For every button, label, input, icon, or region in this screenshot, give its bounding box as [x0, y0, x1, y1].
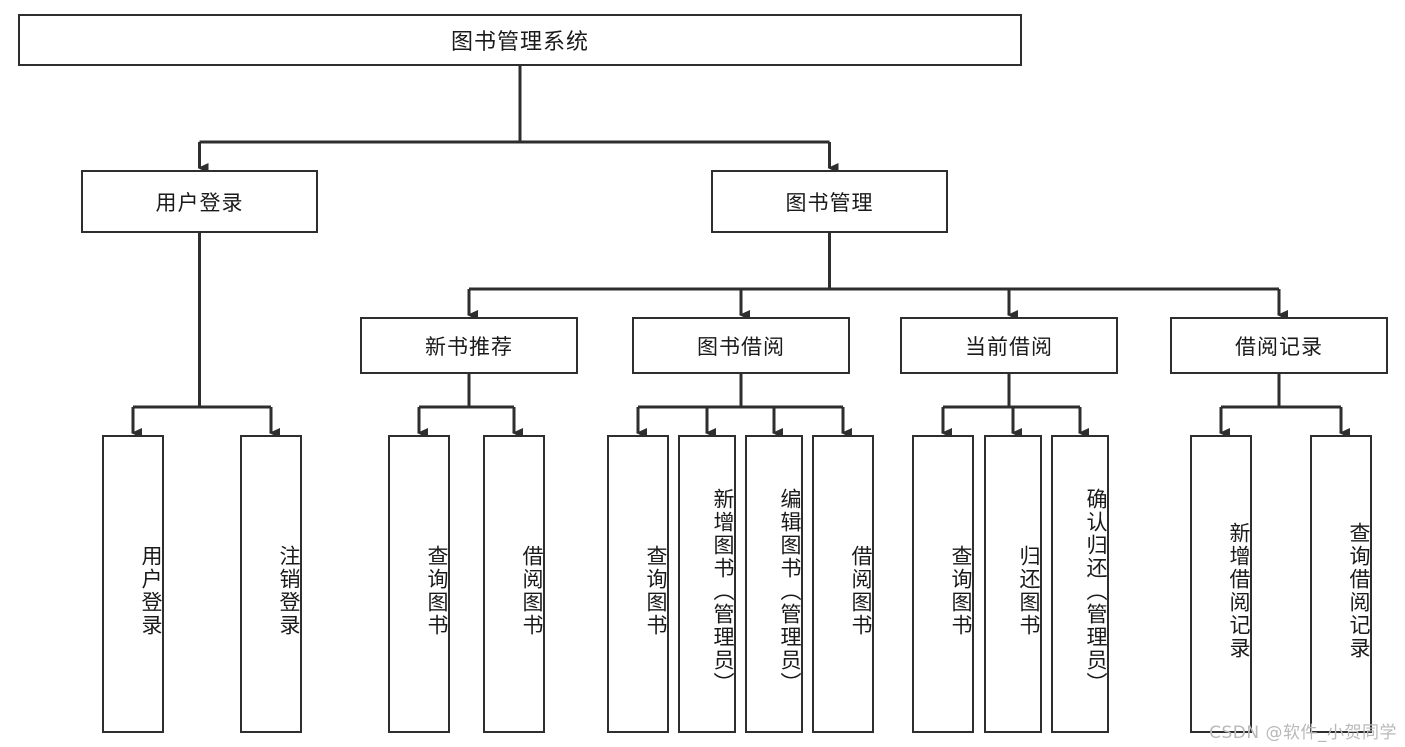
- node-book-borrow: 图书借阅: [632, 317, 850, 374]
- node-leaf-6: 新增图书（管理员）: [678, 435, 736, 733]
- node-new-book-rec: 新书推荐: [360, 317, 578, 374]
- node-label: 借阅记录: [1235, 334, 1323, 359]
- node-borrow-record: 借阅记录: [1170, 317, 1388, 374]
- node-label: 新书推荐: [425, 334, 513, 359]
- node-root: 图书管理系统: [18, 14, 1022, 66]
- node-label: 图书管理: [785, 190, 874, 215]
- node-label: 查询图书: [425, 545, 449, 637]
- node-label: 注销登录: [277, 545, 301, 637]
- node-leaf-9: 查询图书: [912, 435, 974, 733]
- node-user-login: 用户登录: [81, 170, 318, 233]
- node-label: 编辑图书（管理员）: [778, 487, 802, 695]
- node-leaf-7: 编辑图书（管理员）: [745, 435, 803, 733]
- node-label: 当前借阅: [965, 334, 1053, 359]
- node-current-borrow: 当前借阅: [900, 317, 1118, 374]
- node-leaf-8: 借阅图书: [812, 435, 874, 733]
- node-leaf-10: 归还图书: [984, 435, 1042, 733]
- node-leaf-1: 用户登录: [102, 435, 164, 733]
- node-leaf-2: 注销登录: [240, 435, 302, 733]
- node-label: 查询借阅记录: [1347, 522, 1371, 660]
- node-leaf-4: 借阅图书: [483, 435, 545, 733]
- node-label: 归还图书: [1017, 545, 1041, 637]
- node-label: 图书借阅: [697, 334, 785, 359]
- watermark: CSDN @软件_小贺同学: [1209, 723, 1397, 743]
- node-book-manage: 图书管理: [711, 170, 948, 233]
- node-label: 借阅图书: [849, 545, 873, 637]
- node-label: 用户登录: [155, 190, 244, 215]
- node-label: 新增借阅记录: [1227, 522, 1251, 660]
- node-label: 查询图书: [644, 545, 668, 637]
- node-leaf-3: 查询图书: [388, 435, 450, 733]
- node-label: 借阅图书: [520, 545, 544, 637]
- node-leaf-13: 查询借阅记录: [1310, 435, 1372, 733]
- node-label: 图书管理系统: [450, 30, 589, 55]
- node-leaf-12: 新增借阅记录: [1190, 435, 1252, 733]
- node-label: 用户登录: [139, 545, 163, 637]
- node-label: 查询图书: [949, 545, 973, 637]
- node-label: 新增图书（管理员）: [711, 487, 735, 695]
- node-label: 确认归还（管理员）: [1084, 487, 1108, 695]
- node-leaf-11: 确认归还（管理员）: [1051, 435, 1109, 733]
- node-leaf-5: 查询图书: [607, 435, 669, 733]
